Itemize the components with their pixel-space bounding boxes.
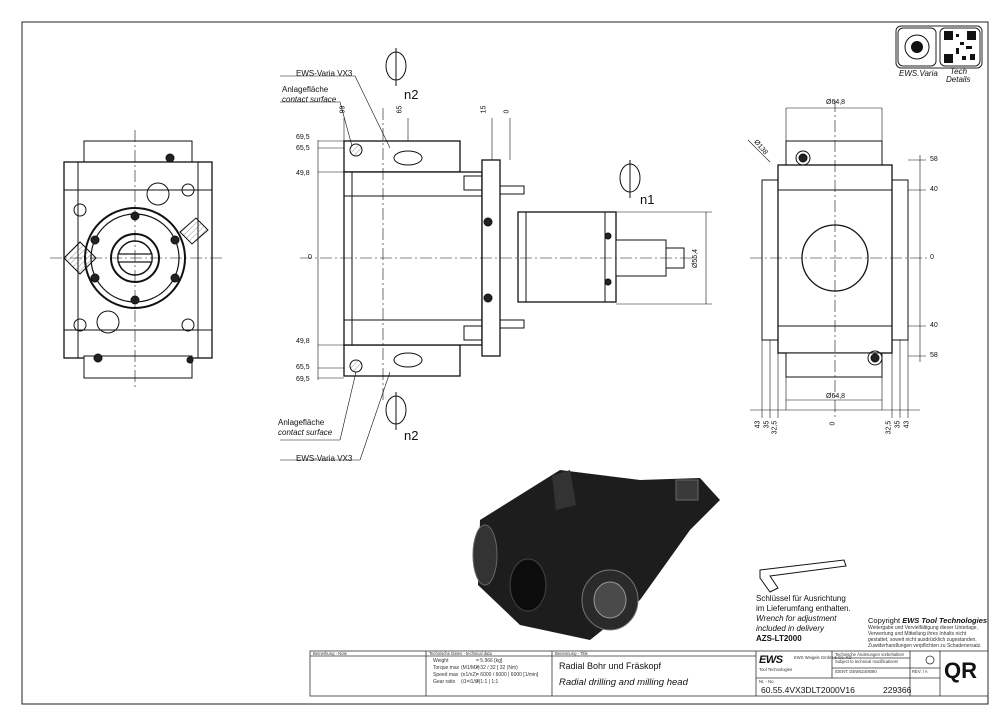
title-block — [309, 650, 989, 697]
label-n2-top: n2 — [404, 87, 419, 102]
dim-49-8-bot: 49,8 — [296, 338, 310, 345]
dim-69-5-bot: 69,5 — [296, 376, 310, 383]
dim-58-bot: 58 — [930, 352, 938, 359]
copyright-line-3: gestattet, soweit nicht ausdrücklich zug… — [868, 637, 977, 643]
tb-ident: IDENT: DEW524/8080 — [835, 669, 877, 674]
label-contact-top: contact surface — [282, 95, 337, 104]
wrench-note-en-1: Wrench for adjustment — [756, 614, 837, 623]
wrench-note-en-2: included in delivery — [756, 624, 825, 633]
dim-40-bot: 40 — [930, 322, 938, 329]
tb-speed-unit: (n1/n2) — [461, 672, 477, 678]
label-anlage-top: Anlagefläche — [282, 85, 329, 94]
tb-tech-data-head: Technische Daten - technical data — [429, 651, 492, 656]
dim-43-right: 43 — [903, 420, 911, 429]
dim-0-top: 0 — [503, 109, 511, 114]
label-ews-varia-bottom: EWS-Varia VX3 — [296, 454, 353, 463]
tb-nr-head: Nr. - No. — [759, 679, 775, 684]
tb-title-en: Radial drilling and milling head — [559, 677, 688, 688]
label-n1: n1 — [640, 192, 655, 207]
tb-rev: REV: / A — [912, 669, 928, 674]
qr-block — [895, 25, 983, 69]
copyright-line-4: Zuwiderhandlungen verpflichten zu Schade… — [868, 643, 982, 649]
border-frame — [21, 21, 989, 705]
dim-58-top: 58 — [930, 156, 938, 163]
wrench-drawing — [759, 559, 847, 593]
tb-torque-unit: (M1/M2) — [461, 665, 480, 671]
wrench-part-no: AZS-LT2000 — [756, 634, 802, 643]
dim-99: 99 — [339, 105, 347, 114]
dim-49-8-top: 49,8 — [296, 170, 310, 177]
tb-qr[interactable]: QR — [944, 658, 977, 683]
copyright-title: Copyright EWS Tool Technologies — [868, 616, 988, 625]
label-anlage-bottom: Anlagefläche — [278, 418, 325, 427]
dim-15: 15 — [480, 105, 488, 114]
qr-label-details[interactable]: Details — [946, 75, 971, 84]
tb-weight-value: = 5.966 [kg] — [476, 658, 503, 664]
dim-65-5-top: 65,5 — [296, 145, 310, 152]
dim-69-5-top: 69,5 — [296, 134, 310, 141]
tb-tech-change-en: Subject to technical modifications! — [835, 659, 899, 664]
tb-id-no: 229366 — [883, 685, 912, 695]
dim-43-left: 43 — [754, 420, 762, 429]
dim-0-mid: 0 — [308, 254, 312, 261]
copyright-line-2: Verwertung und Mitteilung ihres Inhalts … — [868, 631, 967, 637]
dim-0-right: 0 — [930, 254, 934, 261]
qr-label-tech[interactable]: Tech — [950, 67, 968, 76]
tb-bemerkung: Bemerkung - Note — [313, 651, 347, 656]
dim-dia64-8-bot: Ø64,8 — [826, 393, 846, 400]
tb-torque-value: = 32 / 32 [ 32 (Nm) — [476, 665, 518, 671]
tb-gear-label: Gear ratio — [433, 679, 456, 685]
dim-0-bottom: 0 — [829, 421, 837, 426]
tb-ews-sub: Tool Technologies — [759, 667, 793, 672]
dim-65: 65 — [396, 105, 404, 114]
dim-32-5-right: 32,5 — [885, 420, 893, 435]
tb-speed-value: = 6000 / 6000 | 6000 [1/min] — [476, 672, 539, 678]
top-view — [747, 100, 930, 420]
tb-title-de: Radial Bohr und Fräskopf — [559, 661, 662, 671]
tb-benennung-head: Benennung - Title — [555, 651, 588, 656]
wrench-note-de-2: im Lieferumfang enthalten. — [756, 604, 851, 613]
dim-32-5-left: 32,5 — [771, 420, 779, 435]
tb-gear-value: = 1:1 | 1:1 — [476, 679, 499, 685]
tb-torque-label: Torque max — [433, 665, 460, 671]
dim-35-right: 35 — [894, 420, 902, 429]
tb-part-no: 60.55.4VX3DLT2000V16 — [761, 685, 855, 695]
iso-render — [472, 470, 720, 640]
side-view — [280, 48, 712, 461]
tb-gear-unit: (i1=i1/i2) — [461, 679, 481, 685]
tb-weight-label: Weight — [433, 658, 449, 664]
copyright-line-1: Weitergabe und Vervielfältigung dieser U… — [868, 625, 978, 631]
wrench-note-de-1: Schlüssel für Ausrichtung — [756, 594, 846, 603]
dim-dia64-8-top: Ø64,8 — [826, 99, 846, 106]
label-n2-bottom: n2 — [404, 428, 419, 443]
tb-speed-label: Speed max — [433, 672, 459, 678]
dim-40-top: 40 — [930, 186, 938, 193]
tb-tech-change: Technische Änderungen vorbehalten! — [835, 652, 905, 657]
dim-35-left: 35 — [763, 420, 771, 429]
dim-65-5-bot: 65,5 — [296, 364, 310, 371]
dim-dia55-4: Ø55,4 — [692, 248, 700, 269]
tb-company: EWS Weigele GmbH & Co. KG — [794, 655, 852, 660]
front-view — [50, 130, 222, 390]
tb-ews-logo: EWS — [759, 654, 783, 666]
label-ews-varia-top: EWS-Varia VX3 — [296, 69, 353, 78]
qr-label-ews-varia[interactable]: EWS.Varia — [899, 69, 938, 78]
label-contact-bottom: contact surface — [278, 428, 333, 437]
